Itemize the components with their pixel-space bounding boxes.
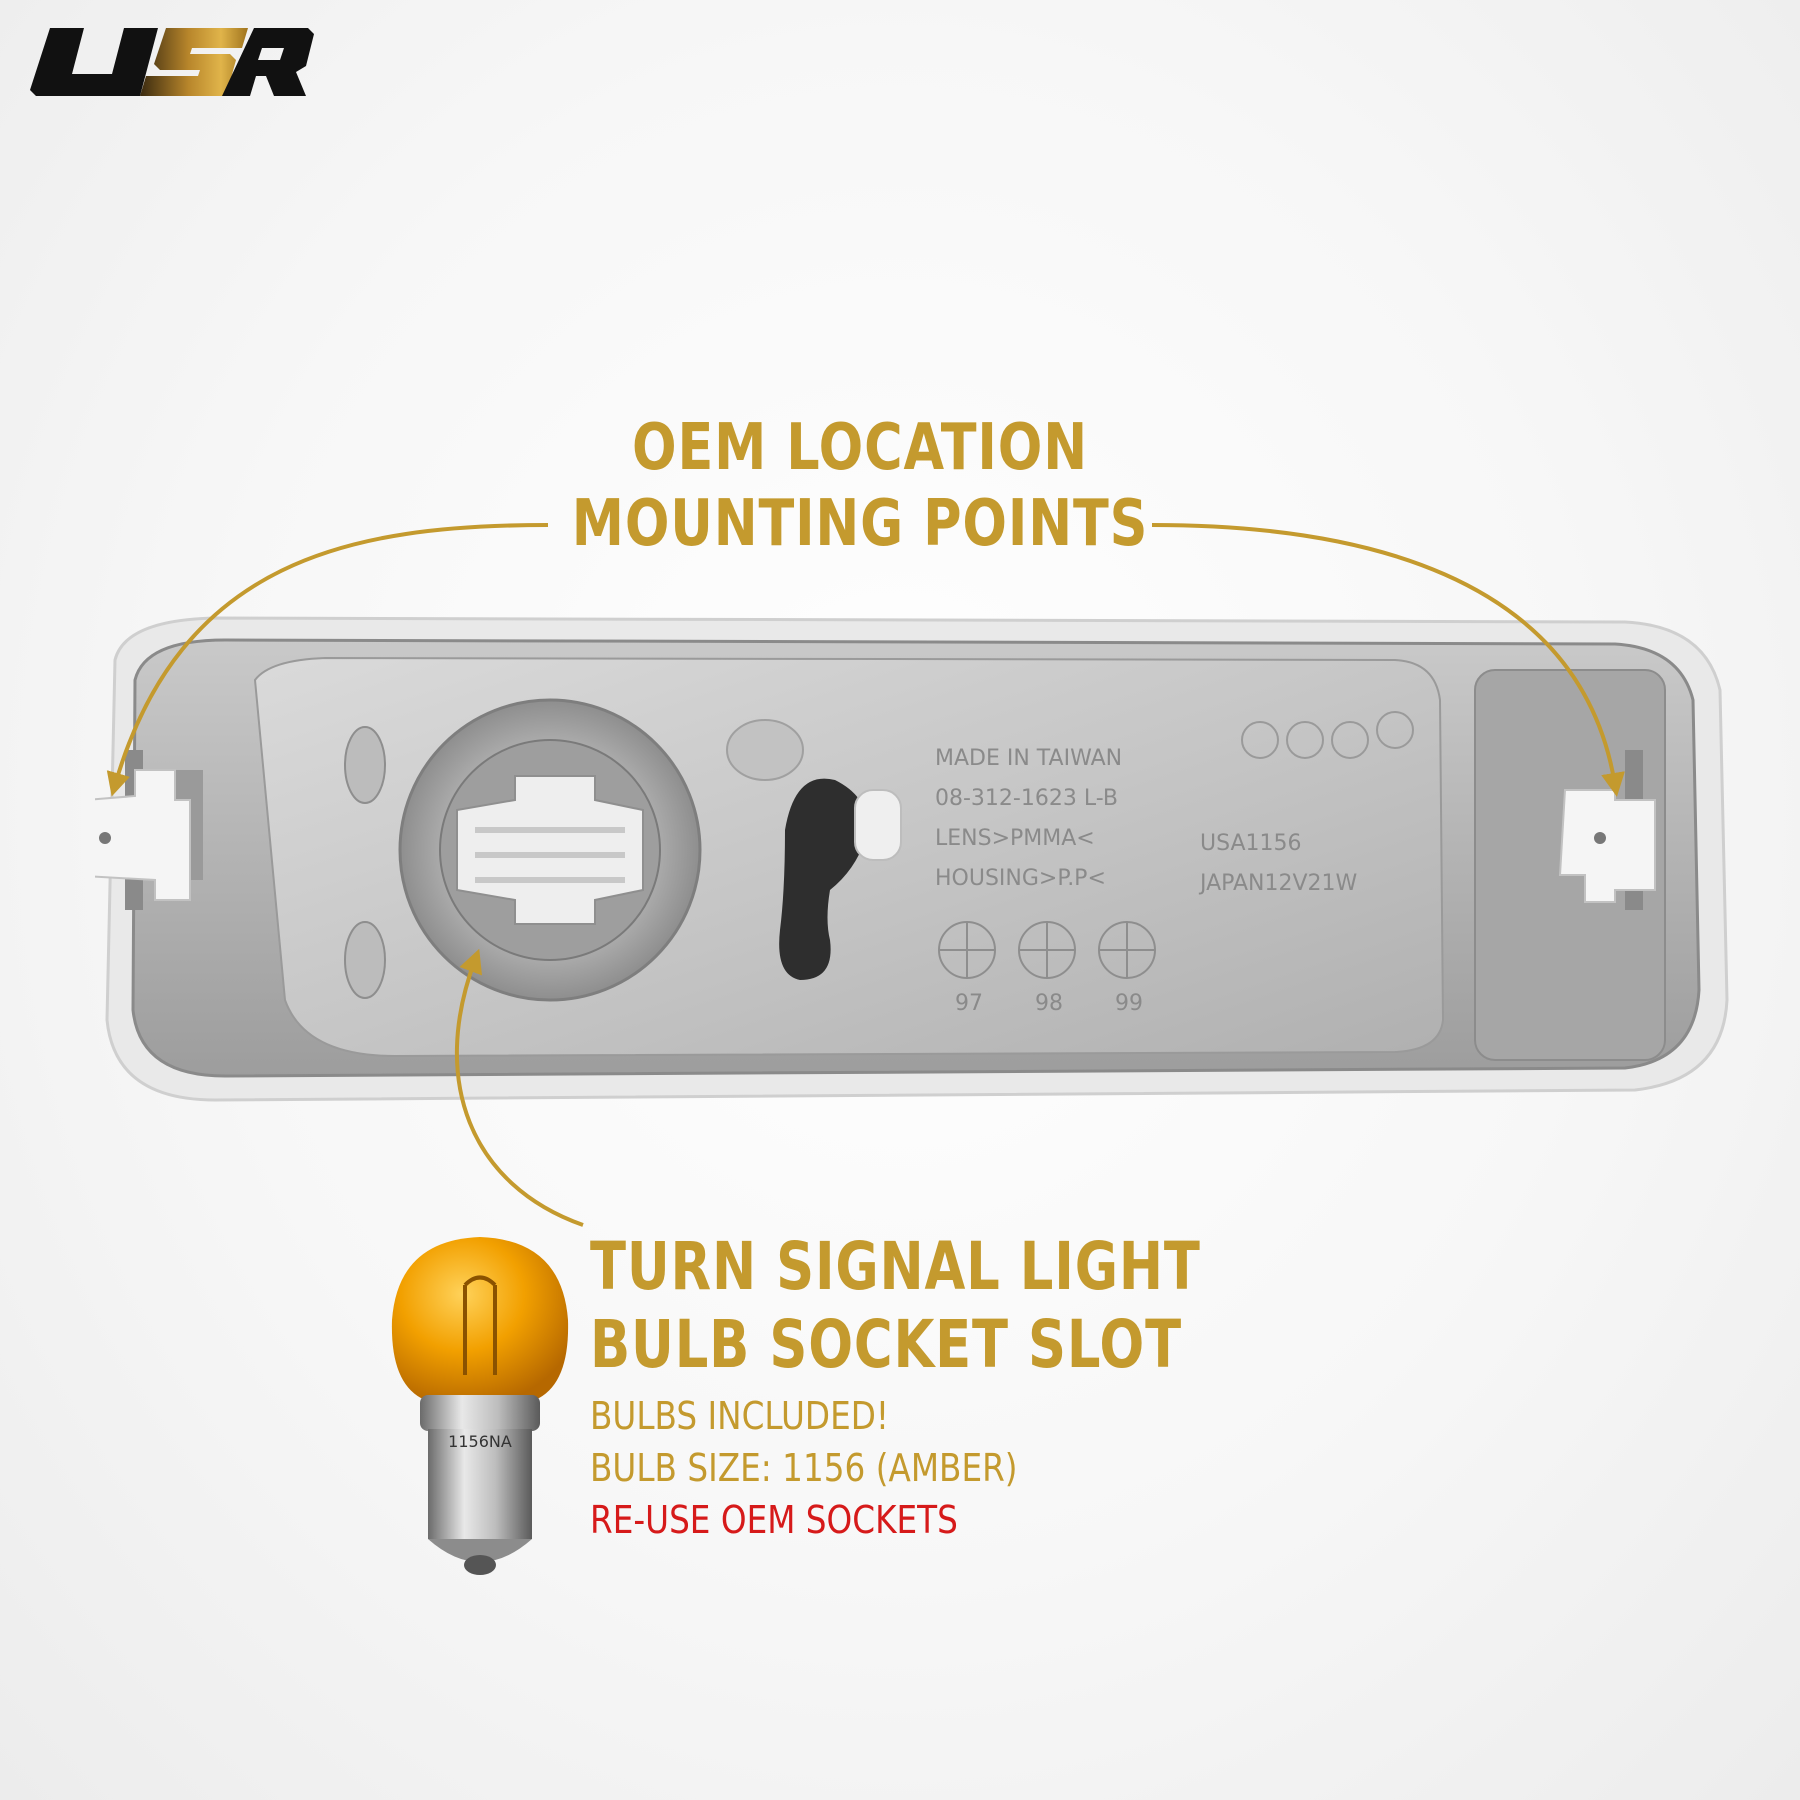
marking-housing: HOUSING>P.P< [935, 866, 1106, 891]
note-bulb-size: BULB SIZE: 1156 (AMBER) [590, 1446, 1018, 1490]
left-mounting-clip [95, 750, 203, 910]
left-mounting-arrow [106, 523, 549, 797]
marking-year-99: 99 [1115, 991, 1143, 1016]
bulb-notes: BULBS INCLUDED! BULB SIZE: 1156 (AMBER) … [590, 1390, 1192, 1546]
socket-slot-heading: TURN SIGNAL LIGHT BULB SOCKET SLOT [590, 1228, 1201, 1384]
socket-heading-line2: BULB SOCKET SLOT [590, 1306, 1182, 1383]
amber-bulb-icon: 1156NA [391, 1237, 569, 1575]
marking-made-in: MADE IN TAIWAN [935, 746, 1122, 771]
socket-slot-callout: TURN SIGNAL LIGHT BULB SOCKET SLOT BULBS… [590, 1228, 1290, 1546]
marking-year-97: 97 [955, 991, 983, 1016]
socket-arrow [454, 948, 584, 1227]
mounting-points-heading: OEM LOCATION MOUNTING POINTS [548, 410, 1171, 562]
mounting-heading-line1: OEM LOCATION [632, 411, 1088, 485]
mounting-heading-line2: MOUNTING POINTS [571, 487, 1149, 561]
marking-lens: LENS>PMMA< [935, 826, 1095, 851]
bulb-label: 1156NA [448, 1432, 512, 1451]
note-bulbs-included: BULBS INCLUDED! [590, 1394, 890, 1438]
usr-logo-icon [30, 28, 314, 96]
marking-japan: JAPAN12V21W [1198, 871, 1358, 896]
marking-part-number: 08-312-1623 L-B [935, 786, 1118, 811]
date-code-wheels [938, 921, 1156, 979]
right-mounting-clip [1558, 750, 1656, 910]
turn-signal-housing: MADE IN TAIWAN 08-312-1623 L-B LENS>PMMA… [95, 616, 1729, 1102]
marking-usa: USA1156 [1200, 831, 1302, 856]
socket-heading-line1: TURN SIGNAL LIGHT [590, 1228, 1201, 1305]
marking-year-98: 98 [1035, 991, 1063, 1016]
right-mounting-arrow [1151, 523, 1625, 797]
note-reuse-sockets: RE-USE OEM SOCKETS [590, 1498, 958, 1542]
